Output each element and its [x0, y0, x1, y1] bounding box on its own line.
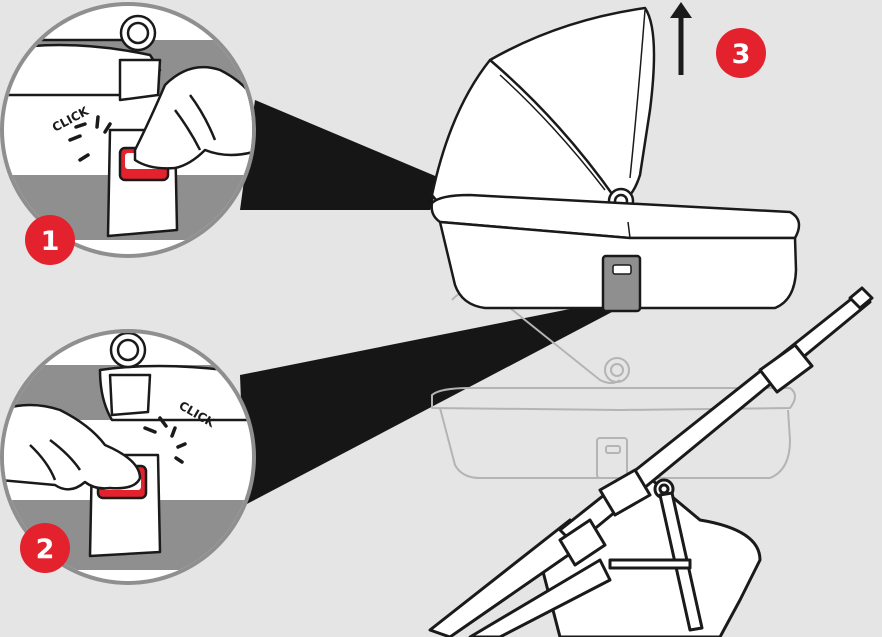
step-1-number: 1 — [41, 226, 60, 257]
ghost-carrycot — [432, 290, 795, 478]
zoom-beam-2 — [240, 302, 612, 505]
step-1-badge: 1 — [25, 215, 75, 265]
step-3-number: 3 — [732, 39, 751, 70]
zoom-detail-2: CLICK 2 — [0, 329, 260, 585]
zoom-detail-1: CLICK 1 — [0, 2, 260, 265]
zoom-beam-1 — [240, 100, 440, 210]
step-3-badge: 3 — [716, 28, 766, 78]
up-arrow-icon — [670, 2, 692, 75]
step-2-badge: 2 — [20, 523, 70, 573]
carrycot-hood — [432, 8, 654, 205]
step-2-number: 2 — [36, 534, 55, 565]
